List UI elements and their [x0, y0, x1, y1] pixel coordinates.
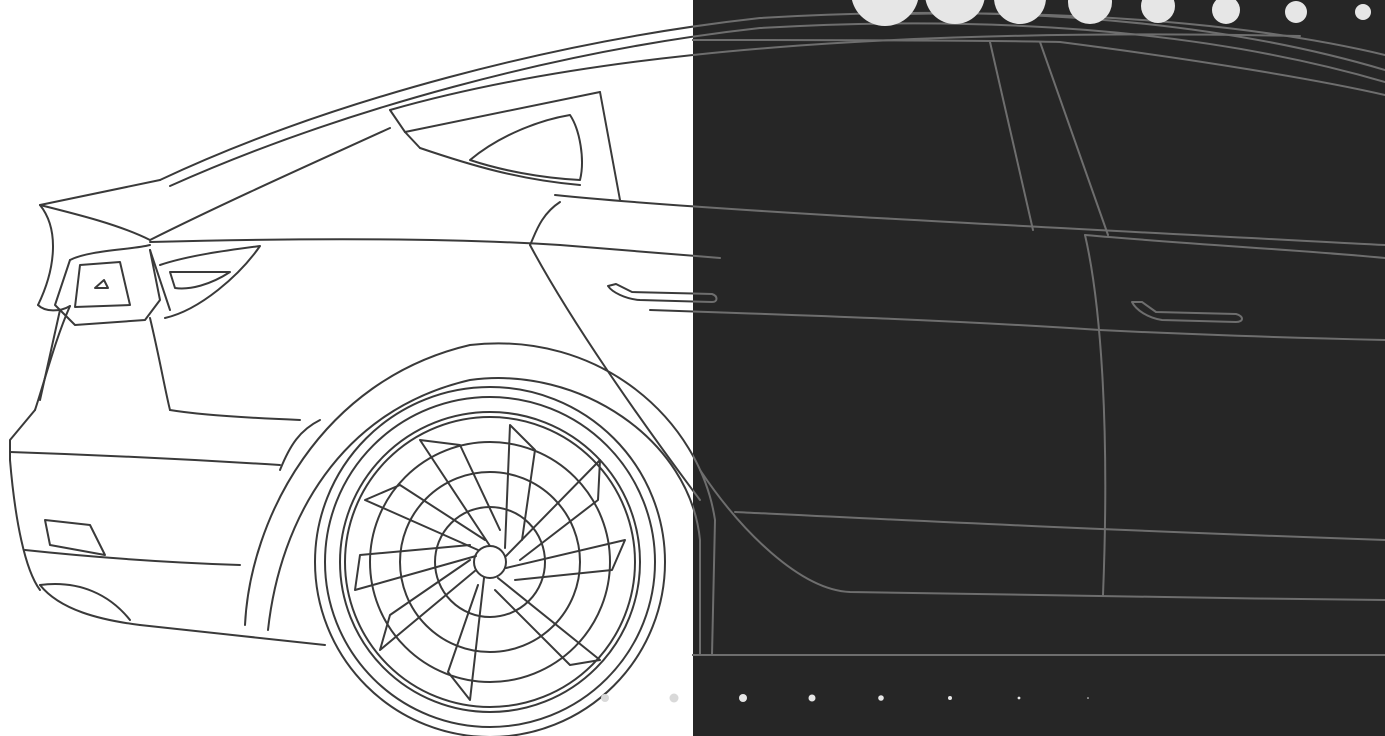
car-outline-light [9, 11, 693, 736]
car-outline-dark [693, 11, 1385, 736]
light-panel [0, 0, 693, 736]
dark-panel [693, 0, 1385, 736]
bottom-dots-icon [601, 693, 1089, 703]
top-dots-icon [851, 0, 1371, 26]
